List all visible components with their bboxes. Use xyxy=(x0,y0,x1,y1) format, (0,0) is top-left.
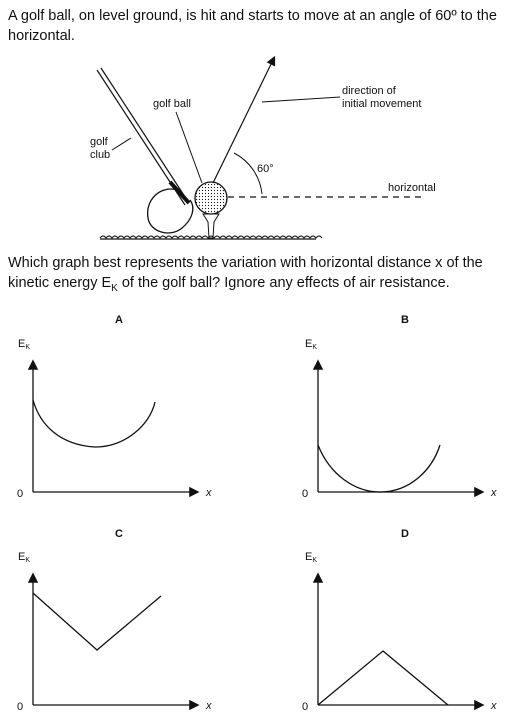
graph-c: C EK 0 x xyxy=(17,528,212,713)
golf-ball-label: golf ball xyxy=(153,98,191,110)
graph-d-ylabel: EK xyxy=(305,551,317,564)
graph-d-letter: D xyxy=(401,528,409,540)
graph-a-origin: 0 xyxy=(17,488,23,500)
direction-label-2: initial movement xyxy=(342,98,421,110)
direction-label-1: direction of xyxy=(342,85,397,97)
graph-a: A EK 0 x xyxy=(17,314,212,500)
horizontal-label: horizontal xyxy=(388,182,436,194)
graph-d: D EK 0 x xyxy=(302,528,497,713)
graph-c-xlabel: x xyxy=(205,700,212,712)
graph-b-letter: B xyxy=(401,314,409,326)
graph-b: B EK 0 x xyxy=(302,314,497,500)
graph-c-ylabel: EK xyxy=(18,551,30,564)
golf-diagram xyxy=(96,55,422,240)
graph-a-xlabel: x xyxy=(205,487,212,499)
question-intro: A golf ball, on level ground, is hit and… xyxy=(8,8,497,44)
graph-a-letter: A xyxy=(115,314,123,326)
golf-club-label-2: club xyxy=(90,149,110,161)
graph-b-xlabel: x xyxy=(490,487,497,499)
graph-d-origin: 0 xyxy=(302,701,308,713)
angle-label: 60° xyxy=(257,163,274,175)
graph-c-letter: C xyxy=(115,528,123,540)
graph-a-curve xyxy=(32,399,156,448)
graph-c-line xyxy=(32,592,162,651)
graph-b-curve xyxy=(317,444,441,493)
graph-a-ylabel: EK xyxy=(18,338,30,351)
graph-b-origin: 0 xyxy=(302,488,308,500)
question-prompt: Which graph best represents the variatio… xyxy=(8,255,483,294)
graph-c-origin: 0 xyxy=(17,701,23,713)
graph-d-xlabel: x xyxy=(490,700,497,712)
graph-d-line xyxy=(317,650,449,706)
graph-b-ylabel: EK xyxy=(305,338,317,351)
golf-club-label-1: golf xyxy=(90,136,109,148)
